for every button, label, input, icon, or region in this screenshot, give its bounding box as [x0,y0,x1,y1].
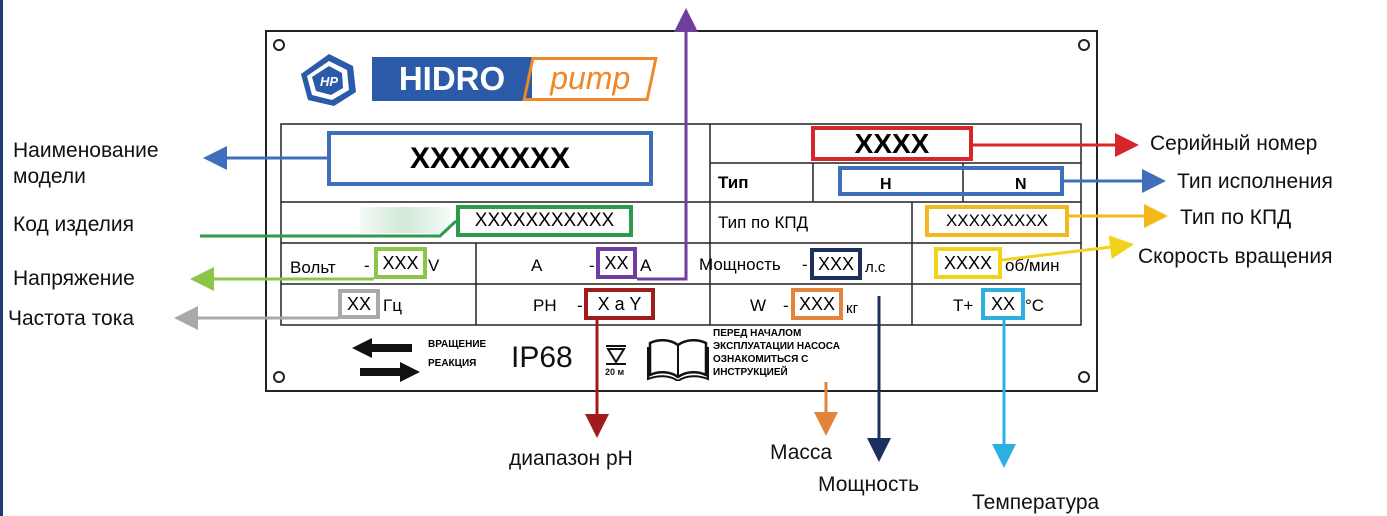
type-h-value: Н [880,176,892,193]
label-rotation-speed: Скорость вращения [1138,245,1333,268]
temp-unit: °C [1025,296,1045,315]
label-power: Мощность [818,473,920,496]
type-label: Тип [718,173,749,192]
label-temperature: Температура [972,491,1100,514]
freq-unit: Гц [383,296,402,315]
volt-dash: - [364,256,370,275]
amp-unit: A [640,256,652,275]
mounting-hole-icon [1078,39,1090,51]
weight-label: W [750,296,767,315]
reaction-label: РЕАКЦИЯ [428,358,477,369]
water-depth-icon [606,345,626,365]
label-serial-number: Серийный номер [1150,132,1318,155]
notice-line-4: ИНСТРУКЦИЕЙ [713,367,788,378]
notice-line-1: ПЕРЕД НАЧАЛОМ [713,328,802,339]
model-name-field: XXXXXXXX [327,131,653,186]
svg-text:HP: HP [320,74,338,89]
left-edge-stripe [0,0,3,516]
product-code-field: XXXXXXXXXXX [456,205,633,237]
label-voltage: Напряжение [13,267,135,290]
execution-type-field [838,166,1064,196]
code-blur-mark [360,207,450,233]
mounting-hole-icon [273,371,285,383]
current-field: XX [596,247,637,279]
mounting-hole-icon [1078,371,1090,383]
ph-dash: - [577,296,583,315]
temperature-field: XX [981,288,1025,320]
volt-label: Вольт [290,258,336,277]
ph-label: PH [533,296,557,315]
power-label: Мощность [699,255,781,274]
hp-logo-icon: HP [301,54,356,106]
temp-prefix: T+ [953,296,974,315]
label-mass: Масса [770,441,833,464]
power-field: XXX [810,248,862,280]
speed-field: XXXX [934,247,1002,279]
kpd-type-field: XXXXXXXXX [925,205,1069,237]
amp-label: А [531,256,543,275]
power-unit: л.с [865,259,886,276]
frequency-field: XX [338,289,380,319]
volt-unit: V [428,256,440,275]
label-frequency: Частота тока [8,307,135,330]
weight-unit: кг [846,300,859,317]
weight-dash: - [783,296,789,315]
label-kpd-type: Тип по КПД [1180,206,1292,229]
notice-line-2: ЭКСПЛУАТАЦИИ НАСОСА [713,341,841,352]
speed-unit: об/мин [1005,256,1060,275]
voltage-field: XXX [374,247,427,279]
depth-label: 20 м [605,367,625,377]
power-dash: - [802,255,808,274]
label-model-line2: модели [13,165,86,188]
amp-dash: - [589,256,595,275]
rotation-label: ВРАЩЕНИЕ [428,339,487,350]
brand-hidro: HIDRO [372,57,532,101]
label-product-code: Код изделия [13,213,135,236]
kpd-label: Тип по КПД [718,213,809,232]
serial-number-field: XXXX [811,126,973,161]
ph-range-field: X a Y [584,288,655,320]
manual-book-icon [647,339,709,381]
weight-field: XXX [791,288,843,320]
label-ph-range: диапазон pH [509,447,633,470]
label-model-line1: Наименование [13,139,159,162]
rotation-arrows-icon [352,338,420,382]
notice-line-3: ОЗНАКОМИТЬСЯ С [713,354,809,365]
ip-rating: IP68 [511,341,573,374]
type-n-value: N [1015,176,1027,193]
mounting-hole-icon [273,39,285,51]
label-execution-type: Тип исполнения [1177,170,1333,193]
